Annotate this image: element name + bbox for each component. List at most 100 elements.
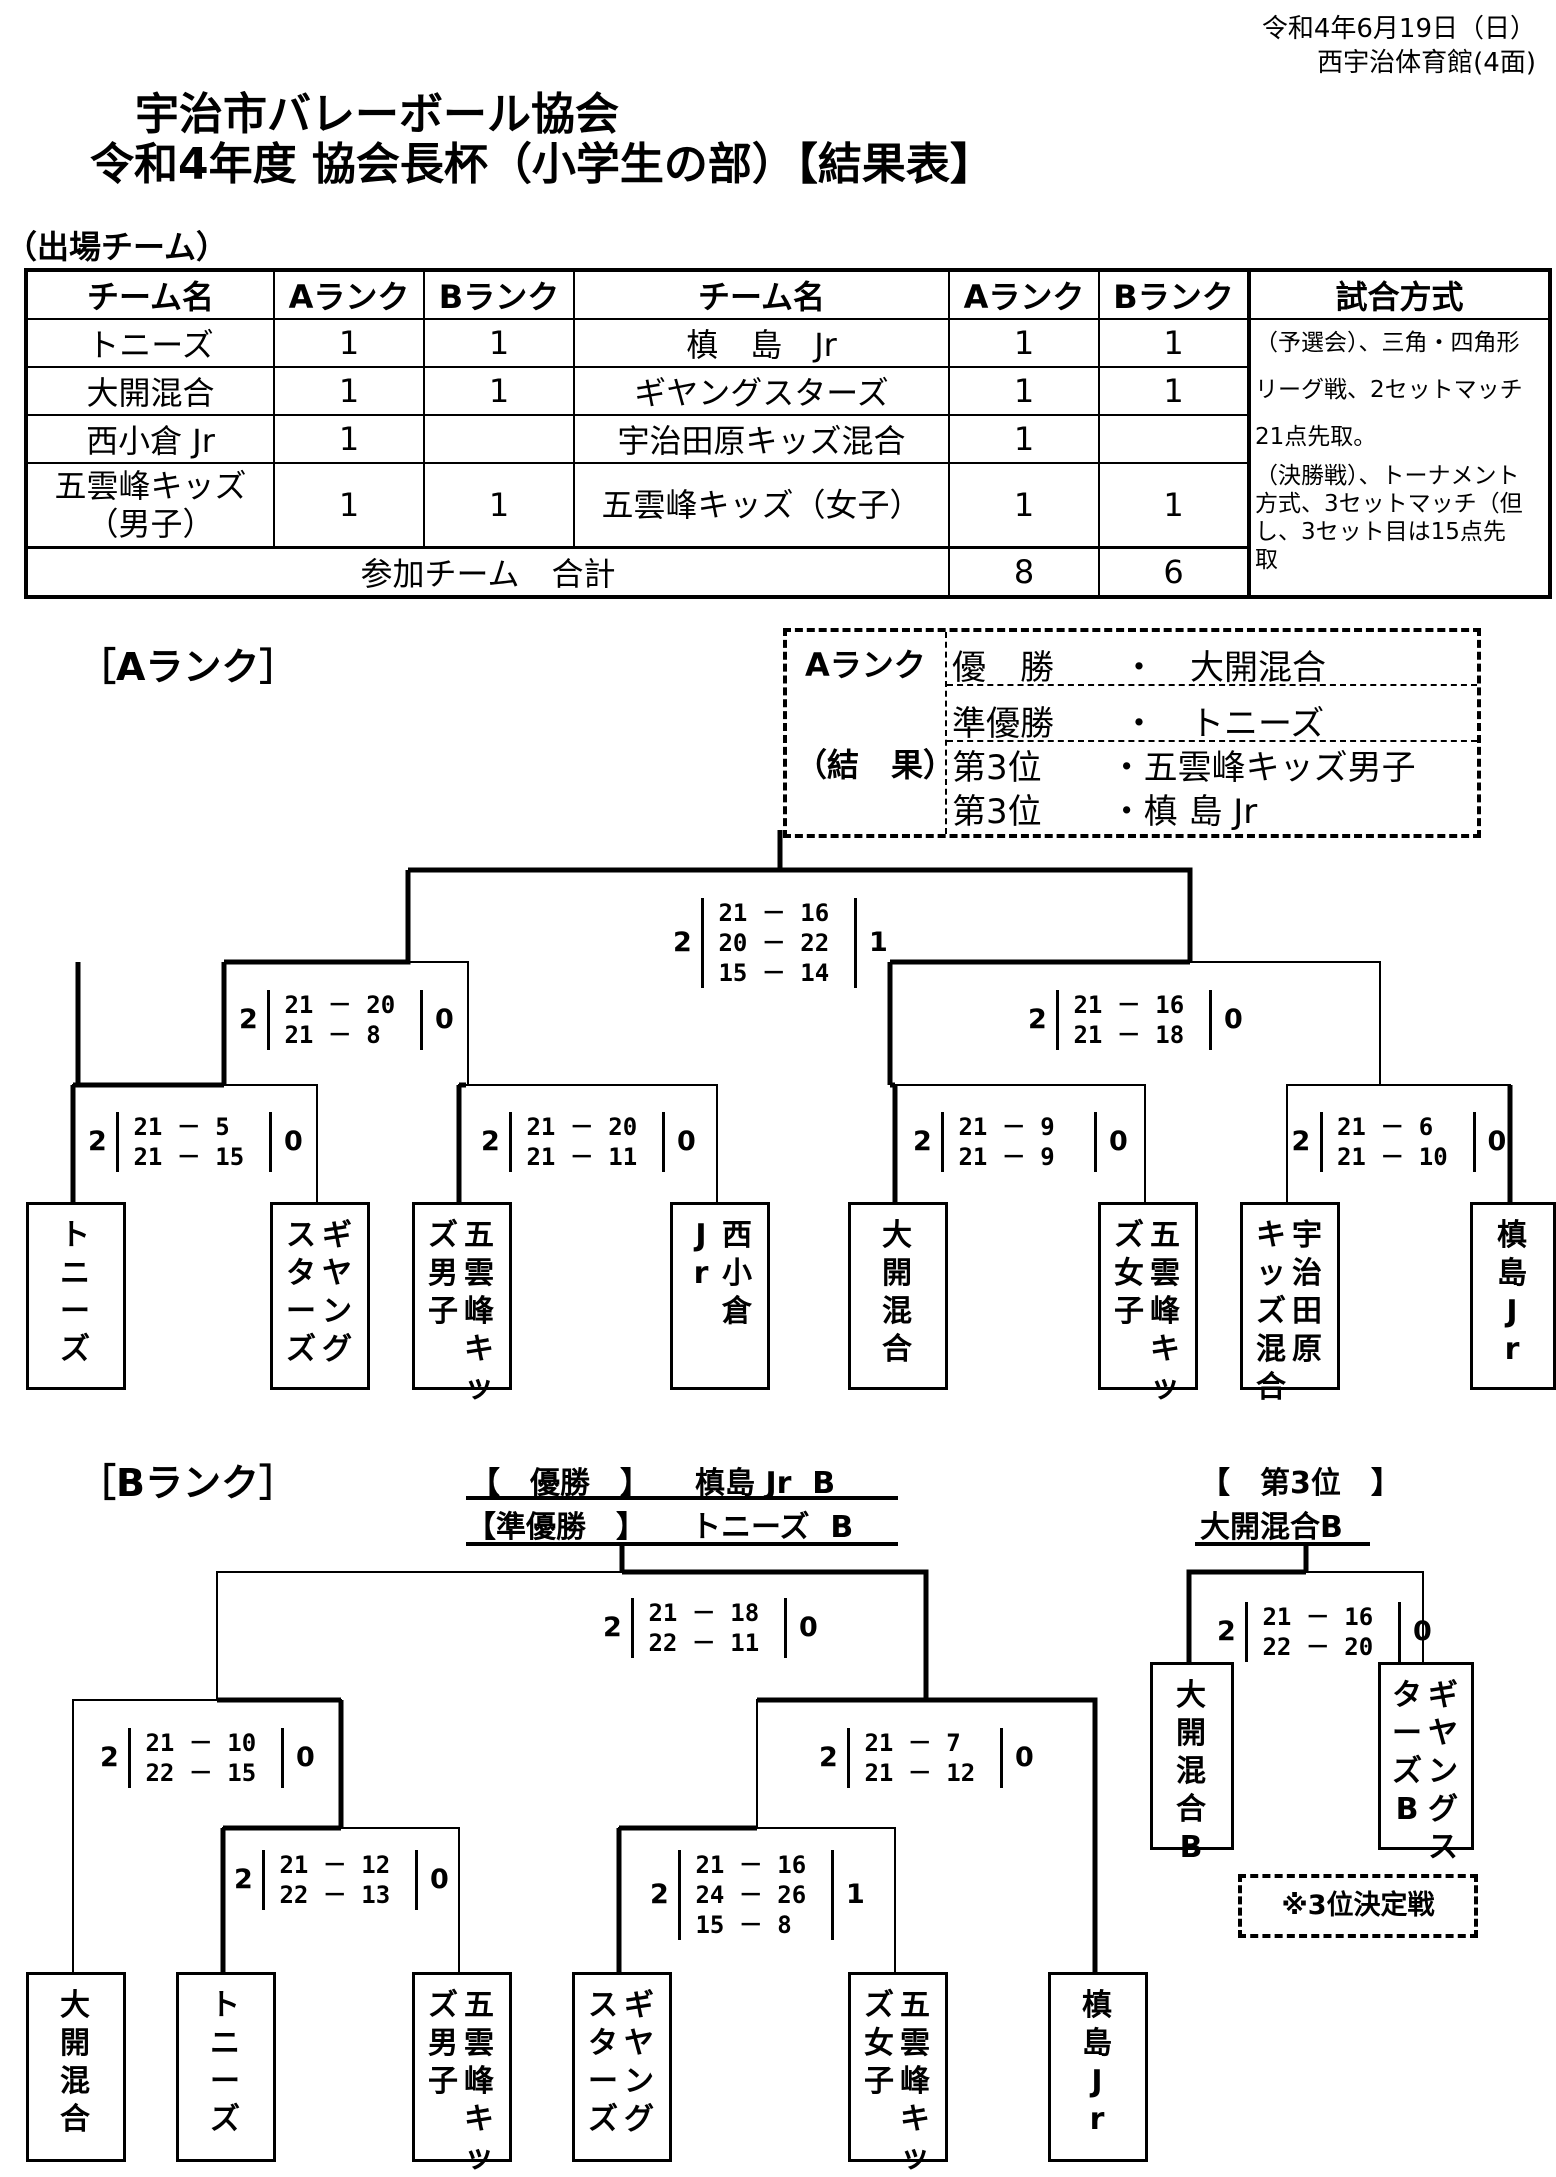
team-name-char: J — [1506, 1294, 1518, 1329]
team-name-char: 男 — [428, 1256, 458, 1291]
third-place-note: ※3位決定戦 — [1238, 1874, 1478, 1938]
count-cell: 1 — [423, 318, 575, 368]
method-line: （決勝戦）、トーナメント — [1255, 463, 1520, 489]
team-name-char: r — [1504, 1332, 1520, 1367]
team-name-column: スターズ — [284, 1217, 318, 1369]
team-name-char: 大 — [1176, 1678, 1206, 1713]
team-name-char: 子 — [428, 2064, 458, 2099]
set-scores: 21 － 16 20 － 22 15 － 14 — [701, 898, 857, 988]
team-name-column: トニーズ — [208, 1987, 242, 2139]
team-name-char: キ — [900, 2102, 930, 2137]
set-score: 22 － 11 — [634, 1629, 760, 1657]
set-score: 21 － 10 — [131, 1729, 257, 1757]
sets-won: 2 — [481, 1126, 500, 1157]
event-venue: 西宇治体育館(4面) — [1317, 48, 1536, 78]
team-name-column: 五雲峰キッ — [462, 1217, 496, 1407]
team-name-char: ン — [624, 2064, 654, 2099]
team-name-char: キ — [464, 1332, 494, 1367]
team-name-char: グ — [322, 1332, 352, 1367]
entries-header-row: チーム名 Aランク Bランク チーム名 Aランク Bランク 試合方式 — [25, 269, 1551, 320]
count-cell — [1098, 414, 1250, 464]
sets-won: 2 — [913, 1126, 932, 1157]
set-score: 21 － 15 — [119, 1143, 245, 1171]
bracket-line — [408, 867, 1193, 962]
team-name-char: 倉 — [722, 1294, 752, 1329]
team-name-char: ギ — [624, 1988, 654, 2023]
header-method: 試合方式 — [1247, 269, 1551, 320]
b-third-label: 【 第3位 】 — [1200, 1466, 1401, 1501]
entries-row: トニーズ 1 1 槙 島 Jr 1 1 （予選会）、三角・四角形 リーグ戦、2セ… — [25, 318, 1551, 598]
team-name-char: ト — [60, 1218, 90, 1253]
team-name-char: ズ — [428, 1218, 458, 1253]
team-name-char: ズ — [428, 1988, 458, 2023]
team-name-column: 大開混合 — [58, 1987, 92, 2139]
team-name-char: ン — [1428, 1754, 1458, 1789]
team-name-char: タ — [286, 1256, 316, 1291]
team-name-char: J — [695, 1218, 707, 1253]
method-line: リーグ戦、2セットマッチ — [1255, 377, 1523, 403]
team-name-char: ス — [286, 1218, 316, 1253]
a-team-box: 宇治田原キッズ混合 — [1240, 1202, 1340, 1405]
set-score: 21 － 10 — [1322, 1143, 1448, 1171]
team-name-char: 混 — [1176, 1754, 1206, 1789]
team-name-char: 合 — [60, 2102, 90, 2137]
team-name-char: ヤ — [1428, 1716, 1458, 1751]
team-name-char: タ — [1392, 1678, 1422, 1713]
team-name-char: 田 — [1292, 1294, 1322, 1329]
team-name-char: 合 — [882, 1332, 912, 1367]
team-name-column: ギヤング — [622, 1987, 656, 2139]
team-cell: 五雲峰キッズ（女子） — [573, 462, 950, 549]
sets-lost: 0 — [284, 1126, 303, 1157]
method-line: 21点先取。 — [1255, 424, 1377, 450]
set-score: 21 － 16 — [1059, 991, 1185, 1019]
sets-won: 2 — [1217, 1616, 1236, 1647]
team-name-char: 五 — [1150, 1218, 1180, 1253]
set-score: 21 － 11 — [512, 1143, 638, 1171]
team-cell: 槙 島 Jr — [573, 318, 950, 368]
set-scores: 21 － 9 21 － 9 — [941, 1112, 1097, 1172]
match-method: （予選会）、三角・四角形 リーグ戦、2セットマッチ 21点先取。 （決勝戦）、ト… — [1247, 318, 1551, 598]
count-cell: 1 — [1098, 366, 1250, 416]
team-name-char: ズ — [60, 1332, 90, 1367]
team-name-column: ギヤング — [320, 1217, 354, 1369]
b-team-box: 五雲峰キッズ女子 — [848, 1972, 948, 2175]
result-third: 第3位 ・五雲峰キッズ男子 — [952, 748, 1416, 788]
team-name-char: ズ — [588, 2102, 618, 2137]
bracket-line — [757, 1697, 1098, 1972]
team-name-column: ズ女子 — [1112, 1217, 1146, 1331]
team-name-column: ズ女子 — [862, 1987, 896, 2101]
header-a-2: Aランク — [948, 269, 1100, 320]
a-team-box: 大開混合 — [848, 1202, 948, 1390]
team-name-char: キ — [1256, 1218, 1286, 1253]
team-name-char: 五 — [464, 1218, 494, 1253]
team-cell: 宇治田原キッズ混合 — [573, 414, 950, 464]
a-team-box: 五雲峰キッズ女子 — [1098, 1202, 1198, 1405]
sets-won: 2 — [1028, 1004, 1047, 1035]
sets-lost: 0 — [1015, 1742, 1034, 1773]
team-cell: 五雲峰キッズ（男子） — [25, 462, 275, 549]
b-runner-up: 【準優勝 】 トニーズ B — [466, 1510, 854, 1545]
sets-lost: 0 — [799, 1612, 818, 1643]
team-name-char: 五 — [900, 1988, 930, 2023]
result-champion: 優 勝 ・ 大開混合 — [952, 648, 1326, 688]
set-scores: 21 － 12 22 － 13 — [262, 1850, 418, 1910]
set-scores: 21 － 16 21 － 18 — [1056, 990, 1212, 1050]
set-scores: 21 － 7 21 － 12 — [847, 1728, 1003, 1788]
set-scores: 21 － 20 21 － 8 — [267, 990, 423, 1050]
set-score: 22 － 13 — [265, 1881, 391, 1909]
count-cell: 1 — [273, 462, 425, 549]
set-scores: 21 － 16 24 － 26 15 － 8 — [678, 1850, 834, 1940]
team-name-column: 五雲峰キッ — [1148, 1217, 1182, 1407]
tournament-title: 令和4年度 協会長杯（小学生の部）【結果表】 — [90, 139, 994, 190]
a-rank-results: Aランク （結 果） 優 勝 ・ 大開混合 準優勝 ・ トニーズ 第3位 ・五雲… — [783, 628, 1481, 838]
set-score: 21 － 16 — [681, 1851, 807, 1879]
sets-lost: 1 — [846, 1879, 865, 1910]
team-name-char: 五 — [464, 1988, 494, 2023]
team-name-char: 雲 — [900, 2026, 930, 2061]
